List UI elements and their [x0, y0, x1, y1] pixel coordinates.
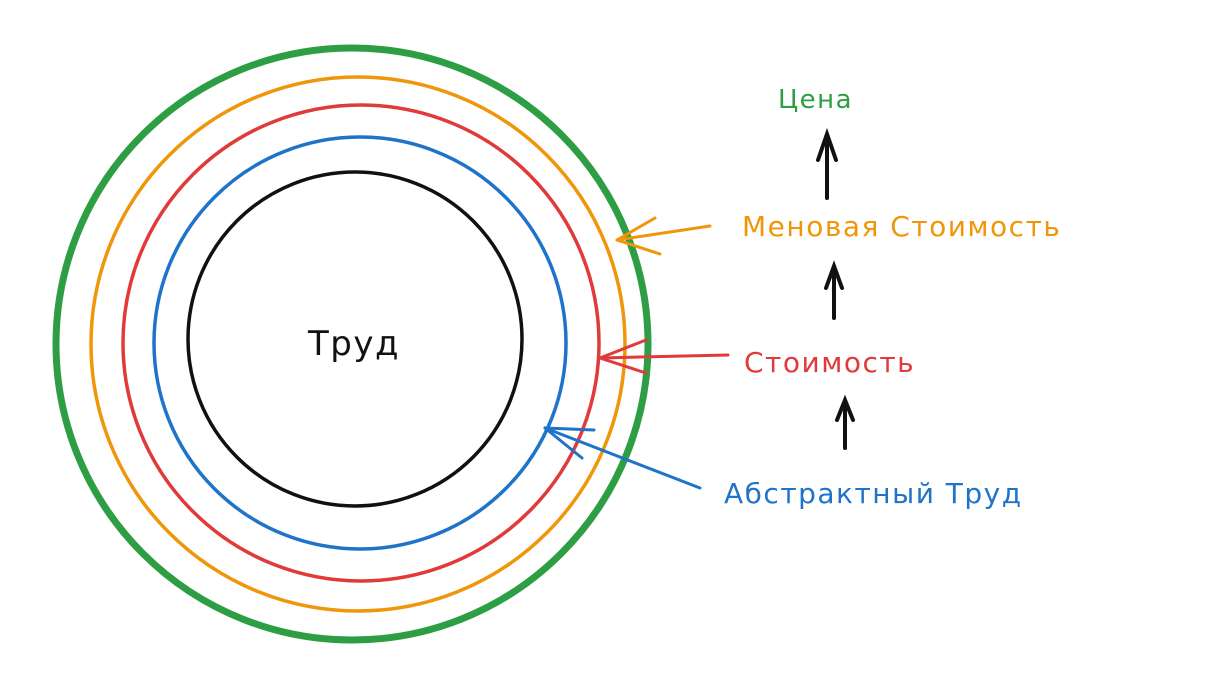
abstract-labor-pointer	[543, 426, 702, 490]
exchange-value-pointer	[615, 216, 712, 256]
price-ring	[52, 44, 652, 644]
arrow-up-2	[824, 260, 844, 320]
value-ring	[121, 103, 601, 583]
exchange-value-label: Меновая Стоимость	[742, 210, 1061, 243]
abstract-labor-ring	[152, 135, 568, 551]
labor-ring	[186, 170, 524, 508]
arrow-up-3	[816, 127, 838, 200]
arrow-up-1	[835, 394, 855, 450]
value-label: Стоимость	[744, 346, 915, 379]
abstract-labor-label: Абстрактный Труд	[724, 477, 1023, 510]
price-label: Цена	[778, 85, 853, 115]
center-label: Труд	[307, 324, 400, 364]
exchange-value-ring	[89, 75, 627, 613]
value-pointer	[598, 338, 730, 375]
